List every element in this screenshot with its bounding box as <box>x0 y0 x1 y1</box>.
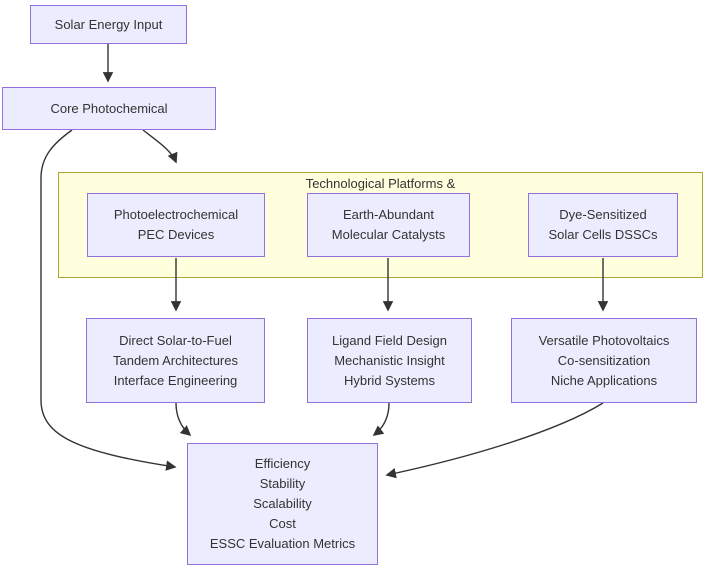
cluster-title: Technological Platforms & <box>305 176 456 191</box>
node-label: Dye-Sensitized <box>559 207 647 222</box>
node-label: Direct Solar-to-Fuel <box>119 332 232 348</box>
node-earth-abundant-molecular-catalysts: Earth-Abundant Molecular Catalysts <box>307 193 470 257</box>
node-label: Molecular Catalysts <box>331 227 446 242</box>
node-label: Mechanistic Insight <box>334 352 445 368</box>
node-label: Tandem Architectures <box>112 352 238 368</box>
node-solar-energy-input: Solar Energy Input <box>30 5 187 44</box>
node-label: Versatile Photovoltaics <box>538 332 670 348</box>
node-dye-sensitized-solar-cells: Dye-Sensitized Solar Cells DSSCs <box>528 193 678 257</box>
node-label: Interface Engineering <box>113 372 238 388</box>
node-label: Cost <box>269 516 296 531</box>
node-label: Stability <box>259 476 306 491</box>
node-label: Hybrid Systems <box>343 372 436 388</box>
node-label: Scalability <box>253 496 312 511</box>
node-label: Niche Applications <box>550 372 658 388</box>
node-core-photochemical: Core Photochemical <box>2 87 216 130</box>
node-label: Co-sensitization <box>557 352 651 368</box>
node-photoelectrochemical-pec-devices: Photoelectrochemical PEC Devices <box>87 193 265 257</box>
edge-dssc-outcomes-to-metrics <box>385 402 604 479</box>
node-label: Solar Cells DSSCs <box>548 227 658 242</box>
node-dssc-outcomes: Versatile Photovoltaics Co-sensitization… <box>511 318 697 403</box>
node-catalyst-outcomes: Ligand Field Design Mechanistic Insight … <box>307 318 472 403</box>
node-label: Ligand Field Design <box>332 332 447 348</box>
node-label: Efficiency <box>254 456 311 471</box>
node-label: Solar Energy Input <box>54 16 163 32</box>
node-label: PEC Devices <box>137 227 215 242</box>
node-pec-outcomes: Direct Solar-to-Fuel Tandem Architecture… <box>86 318 265 403</box>
node-label: Core Photochemical <box>50 100 168 116</box>
node-label: Photoelectrochemical <box>113 207 239 222</box>
node-label: Earth-Abundant <box>342 207 435 222</box>
edge-pec-outcomes-to-metrics <box>175 402 192 437</box>
edge-catalyst-outcomes-to-metrics <box>372 402 390 436</box>
node-essc-evaluation-metrics: Efficiency Stability Scalability Cost ES… <box>187 443 378 565</box>
edge-core-to-platforms <box>142 129 178 164</box>
node-label: ESSC Evaluation Metrics <box>209 536 356 551</box>
